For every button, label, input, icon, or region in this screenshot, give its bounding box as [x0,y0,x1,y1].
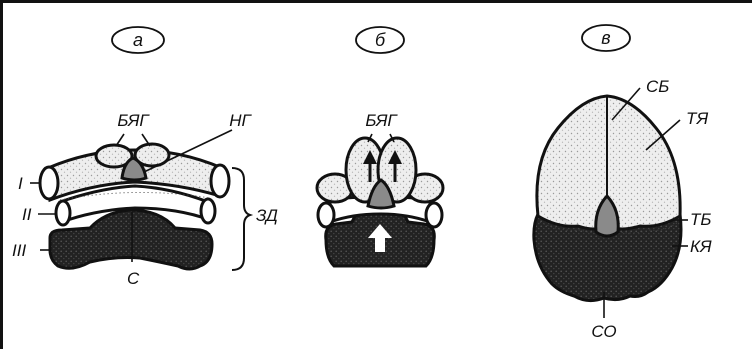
label-zd: ЗД [256,206,278,225]
panel-v: в СБ ТЯ ТБ КЯ СО [534,25,712,341]
panel-a-letter-oval: а [112,27,164,53]
label-ii: II [22,205,32,224]
panel-a-letter: а [133,30,143,50]
panel-b: б [317,27,443,266]
b-mid-right-end [426,203,442,227]
label-tb: ТБ [690,210,711,229]
b-mid-left-end [318,203,334,227]
label-i: I [18,174,23,193]
label-byag-b: БЯГ [365,111,398,130]
panel-b-letter-oval: б [356,27,404,53]
panel-b-letter: б [375,30,386,50]
label-so: СО [591,322,616,341]
panel-a: а [12,27,278,288]
band-i-left-end [40,167,58,199]
band-ii-right-end [201,199,215,223]
band-ii-left-end [56,201,70,225]
panel-v-letter-oval: в [582,25,630,51]
panel-v-letter: в [601,28,610,48]
label-tya: ТЯ [686,109,709,128]
band-i-right-end [211,165,229,197]
label-s: С [127,269,140,288]
brace-zd [232,168,250,270]
label-iii: III [12,241,26,260]
label-byag-a: БЯГ [117,111,150,130]
label-kya: КЯ [690,237,712,256]
label-sb: СБ [646,77,669,96]
label-ng: НГ [229,111,252,130]
